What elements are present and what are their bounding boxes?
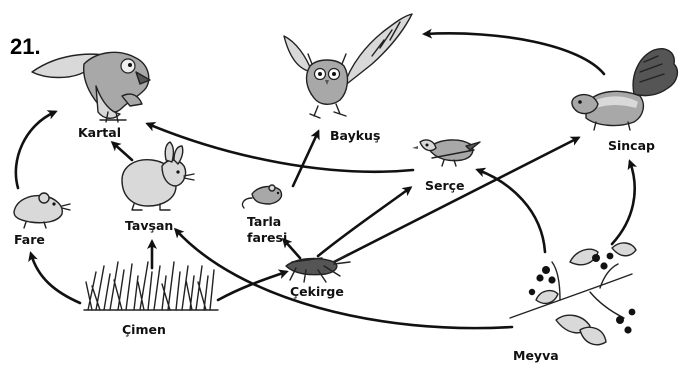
sparrow-icon (412, 140, 480, 166)
arrow-cimen-fare (31, 254, 80, 303)
arrow-sincap-baykus (425, 33, 604, 74)
label-cimen: Çimen (122, 322, 166, 337)
label-fare: Fare (14, 232, 45, 247)
owl-icon (284, 14, 412, 118)
rabbit-icon (122, 142, 194, 210)
label-tarla-faresi-line1: Tarla (247, 214, 281, 229)
arrow-meyva-tavsan (176, 230, 512, 328)
grass-icon (84, 262, 218, 310)
label-kartal: Kartal (78, 125, 121, 140)
arrow-meyva-sincap (612, 162, 635, 244)
label-tavsan: Tavşan (125, 218, 173, 233)
arrow-tavsan-kartal (113, 143, 132, 160)
arrow-fare-kartal (16, 112, 55, 188)
label-meyva: Meyva (513, 348, 559, 363)
label-sincap: Sincap (608, 138, 655, 153)
berry-branch-icon (510, 243, 636, 345)
eagle-icon (32, 52, 150, 122)
mouse-icon (14, 193, 70, 228)
arrow-tarlafaresi-baykus (293, 132, 318, 186)
question-number: 21. (10, 34, 41, 59)
label-cekirge: Çekirge (290, 284, 344, 299)
label-baykus: Baykuş (330, 128, 380, 143)
label-tarla-faresi-line2: faresi (247, 230, 287, 245)
field-mouse-icon (242, 185, 281, 208)
label-serce: Serçe (425, 178, 465, 193)
grasshopper-icon (286, 254, 350, 282)
arrow-cimen-cekirge (218, 272, 286, 300)
